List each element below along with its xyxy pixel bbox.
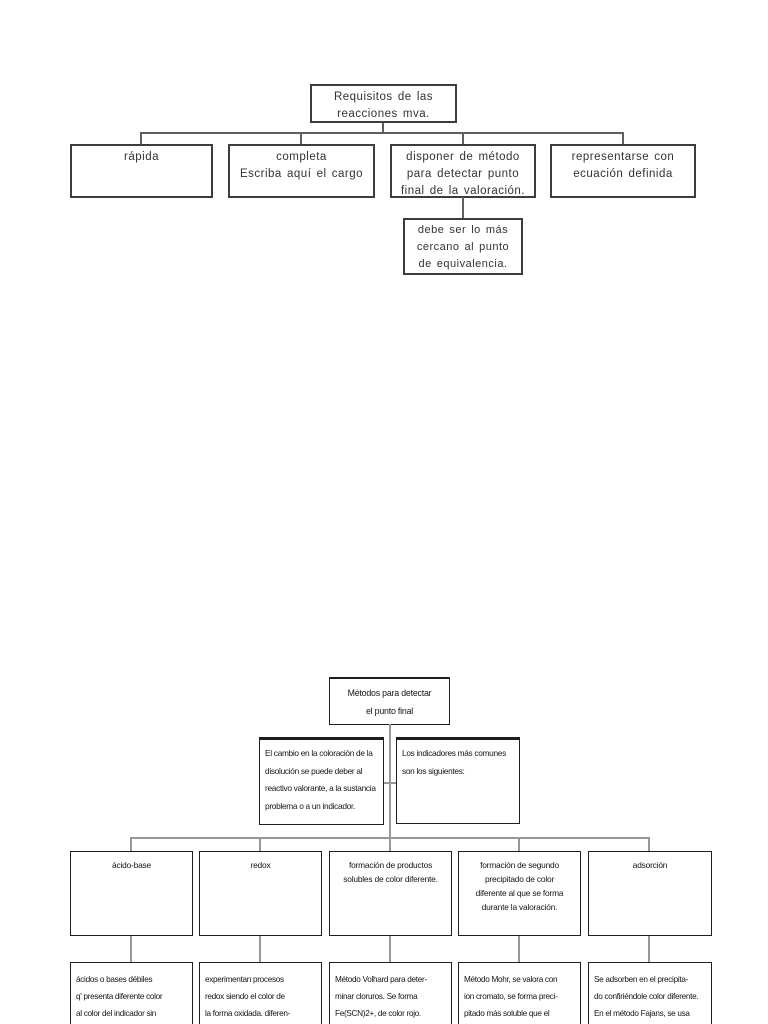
box-detail-volhard: Método Volhard para deter- minar cloruro…: [329, 962, 452, 1024]
text-line: precipitado de color: [484, 874, 555, 884]
text-line: la forma oxidada. diferen-: [205, 1009, 291, 1018]
connector-drop-adsorcion: [648, 837, 650, 851]
text-line: Método Volhard para deter-: [335, 975, 427, 984]
text-line: formación de segundo: [480, 860, 559, 870]
box-category-adsorcion: adsorción: [588, 851, 712, 936]
text-line: ácidos o bases débiles: [76, 975, 153, 984]
box-requisitos-root: Requisitos de las reacciones mva.: [310, 84, 457, 123]
connector-drop-acido-base: [130, 837, 132, 851]
text-line: Los indicadores más comunes: [402, 748, 506, 758]
connector-drop-precipitado: [518, 837, 520, 851]
connector-detail-drop-redox: [259, 936, 261, 962]
box-detail-redox: experimentan procesos redox siendo el co…: [199, 962, 322, 1024]
text-line: completa: [276, 151, 327, 163]
text-line: adsorción: [632, 860, 668, 870]
box-metodos-root: Métodos para detectar el punto final: [329, 677, 450, 725]
box-representarse: representarse con ecuación definida: [550, 144, 696, 198]
connector-drop-rapida: [140, 132, 142, 145]
text-line: disolución se puede deber al: [265, 765, 363, 776]
connector-drop-productos: [389, 837, 391, 851]
text-line: ion cromato, se forma preci-: [464, 992, 558, 1001]
text-line: Se adsorben en el precipita-: [594, 975, 689, 984]
box-debe-ser-cercano: debe ser lo más cercano al punto de equi…: [403, 218, 523, 275]
connector-drop-redox: [259, 837, 261, 851]
connector-drop-disponer: [462, 132, 464, 145]
text-line: al color del indicador sin: [76, 1009, 157, 1018]
box-detail-mohr: Método Mohr, se valora con ion cromato, …: [458, 962, 581, 1024]
text-line: experimentan procesos: [205, 975, 284, 984]
connector-drop-representarse: [622, 132, 624, 145]
box-category-redox: redox: [199, 851, 322, 936]
box-detail-acido-base: ácidos o bases débiles q' presenta difer…: [70, 962, 193, 1024]
text-line: El cambio en la coloración de la: [265, 748, 373, 758]
text-line: minar cloruros. Se forma: [335, 992, 418, 1001]
text-line: En el método Fajans, se usa: [594, 1009, 690, 1018]
connector-detail-drop-mohr: [518, 936, 520, 962]
text-line: Escriba aquí el cargo: [239, 168, 364, 180]
text-line: solubles de color diferente.: [343, 874, 438, 884]
box-category-productos-solubles: formación de productos solubles de color…: [329, 851, 452, 936]
connector-detail-drop-volhard: [389, 936, 391, 962]
text-line: rápida: [124, 151, 159, 163]
text-line: para detectar punto: [406, 168, 520, 180]
text-line: reacciones mva.: [337, 108, 430, 120]
text-line: q' presenta diferente color: [76, 992, 163, 1001]
text-line: de equivalencia.: [418, 258, 508, 270]
text-line: Fe(SCN)2+, de color rojo.: [335, 1009, 422, 1018]
box-completa: completa Escriba aquí el cargo: [228, 144, 375, 198]
text-line: Método Mohr, se valora con: [464, 975, 558, 984]
box-cambio-coloracion: El cambio en la coloración de la disoluc…: [259, 737, 384, 825]
text-line: final de la valoración.: [400, 185, 526, 197]
connector-root-vertical: [389, 724, 391, 838]
text-line: cercano al punto: [416, 241, 510, 253]
text-line: disponer de método: [406, 151, 520, 163]
text-line: reactivo valorante, a la sustancia: [265, 783, 376, 793]
box-category-acido-base: ácido-base: [70, 851, 193, 936]
text-line: Métodos para detectar: [347, 688, 432, 698]
connector-horizontal-bar: [140, 132, 624, 134]
connector-detail-drop-fajans: [648, 936, 650, 962]
connector-root-stub: [382, 123, 384, 134]
text-line: son los siguientes:: [402, 765, 465, 776]
box-rapida: rápida: [70, 144, 213, 198]
text-line: do confiriéndole color diferente.: [594, 992, 699, 1001]
connector-drop-note: [462, 197, 464, 218]
text-line: problema o a un indicador.: [265, 800, 355, 811]
box-indicadores-comunes: Los indicadores más comunes son los sigu…: [396, 737, 520, 824]
text-line: debe ser lo más: [417, 224, 509, 236]
text-line: representarse con: [571, 151, 675, 163]
text-line: ácido-base: [112, 860, 151, 870]
text-line: diferente al que se forma: [475, 888, 564, 898]
box-disponer-metodo: disponer de método para detectar punto f…: [390, 144, 536, 198]
connector-intro-tick: [384, 782, 396, 784]
text-line: durante la valoración.: [481, 902, 558, 912]
text-line: ecuación definida: [573, 168, 673, 180]
text-line: formación de productos: [348, 860, 433, 870]
text-line: el punto final: [365, 706, 414, 716]
text-line: redox siendo el color de: [205, 992, 285, 1001]
box-detail-fajans: Se adsorben en el precipita- do confirié…: [588, 962, 712, 1024]
connector-detail-drop-acido-base: [130, 936, 132, 962]
box-category-segundo-precipitado: formación de segundo precipitado de colo…: [458, 851, 581, 936]
text-line: pitado más soluble que el: [464, 1009, 550, 1018]
connector-drop-completa: [300, 132, 302, 145]
text-line: Requisitos de las: [333, 91, 434, 103]
text-line: redox: [250, 860, 271, 870]
